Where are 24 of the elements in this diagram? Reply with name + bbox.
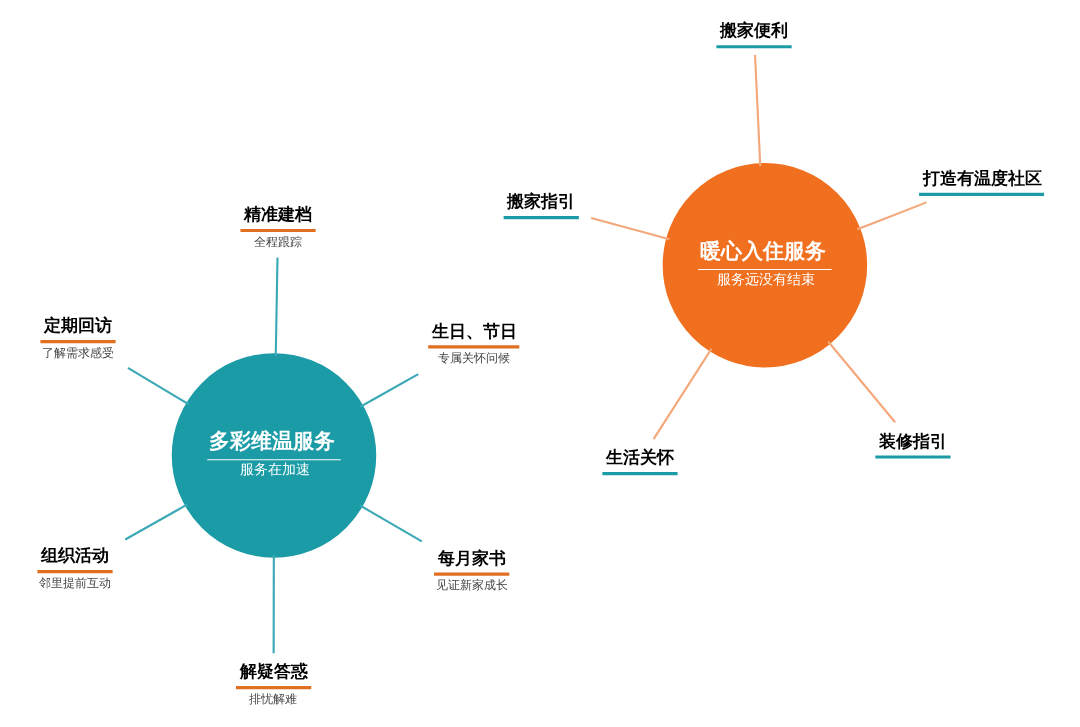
connector [126,366,189,406]
node-text: 搬家指引 [506,191,575,212]
node-text: 装修指引 [878,430,947,451]
node-text: 生日、节日 专属关怀问候 [431,320,517,366]
connector [753,54,761,167]
connector [359,373,419,408]
node-text: 定期回访 了解需求感受 [41,315,114,360]
connector [359,504,422,543]
node-text: 每月家书 见证新家成长 [435,547,508,593]
node-text: 精准建档 全程跟踪 [243,204,312,249]
connector [652,348,712,440]
connector [826,340,896,423]
connector [274,257,279,357]
node-circle: 暖心入住服务 服务远没有结束 [662,163,867,368]
node-text: 解疑答惑 排忧解难 [239,661,308,706]
node-circle: 多彩维温服务 服务在加速 [171,353,376,558]
node-text: 组织活动 邻里提前互动 [38,545,111,590]
node-text: 打造有温度社区 [922,168,1042,189]
connector [124,503,188,541]
connector [272,554,275,654]
connector [856,201,927,231]
node-text: 生活关怀 [605,447,674,468]
node-text: 搬家便利 [719,20,788,41]
connector [590,216,670,241]
